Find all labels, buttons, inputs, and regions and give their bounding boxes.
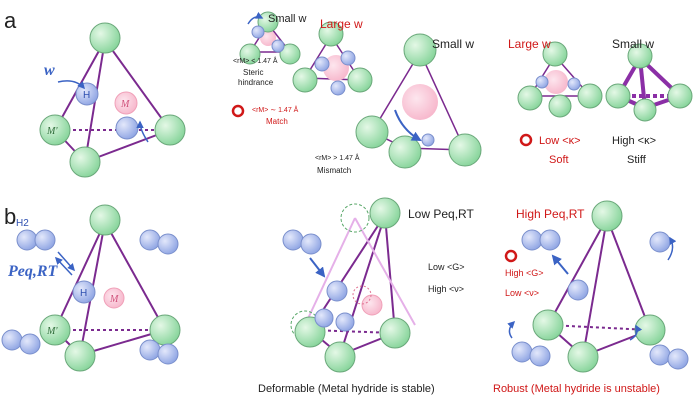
cond-match-label: <rM> ∼ 1.47 Å xyxy=(252,105,299,114)
peq-label: Peq,RT xyxy=(7,263,59,280)
soft-circle-icon xyxy=(519,133,533,147)
tetrahedron-b3 xyxy=(507,200,689,373)
low-kappa-label: Low <κ> xyxy=(539,135,581,147)
atom-h-label: H xyxy=(83,90,90,101)
high-peq-label: High Peq,RT xyxy=(516,207,585,221)
low-v-label: Low <ν> xyxy=(505,288,539,298)
match-circle-icon xyxy=(231,104,245,118)
hindrance-label: hindrance xyxy=(238,78,274,87)
atom-mprime-label-b: M' xyxy=(46,326,58,337)
tetrahedron-a1: H M M' w xyxy=(39,22,186,178)
robust-circle-icon xyxy=(504,249,518,263)
tetrahedron-b1: H M M' xyxy=(1,204,181,372)
large-w-label-3: Large w xyxy=(508,37,551,51)
tetrahedron-b2 xyxy=(282,197,416,373)
cond-large-label: <rM> > 1.47 Å xyxy=(315,153,360,162)
w-symbol: w xyxy=(44,62,55,79)
small-w-label-3: Small w xyxy=(612,37,654,51)
high-kappa-label: High <κ> xyxy=(612,135,656,147)
small-w-label-2: Small w xyxy=(432,37,474,51)
panel-b-label: b xyxy=(4,204,16,229)
cluster-soft xyxy=(517,41,603,118)
caption-deformable: Deformable (Metal hydride is stable) xyxy=(258,383,435,395)
steric-label: Steric xyxy=(243,68,263,77)
cluster-small xyxy=(239,11,301,65)
atom-m-label: M xyxy=(120,99,130,110)
stiff-label: Stiff xyxy=(627,154,647,166)
small-w-label-1: Small w xyxy=(268,13,307,25)
cluster-mismatch xyxy=(355,33,482,169)
low-g-label: Low <G> xyxy=(428,262,465,272)
cond-small-label: <rM> < 1.47 Å xyxy=(233,56,278,65)
h2-label: H2 xyxy=(16,218,29,229)
atom-mprime-label: M' xyxy=(46,126,58,137)
atom-h-label-b: H xyxy=(80,288,87,299)
high-g-label: High <G> xyxy=(505,268,544,278)
match-label: Match xyxy=(266,117,288,126)
cluster-stiff xyxy=(605,43,693,122)
soft-label: Soft xyxy=(549,154,569,166)
high-v-label: High <ν> xyxy=(428,284,464,294)
low-peq-label: Low Peq,RT xyxy=(408,207,474,221)
mismatch-label: Mismatch xyxy=(317,166,351,175)
atom-m-label-b: M xyxy=(109,294,119,305)
caption-robust: Robust (Metal hydride is unstable) xyxy=(493,383,660,395)
large-w-label-1: Large w xyxy=(320,17,363,31)
cluster-match xyxy=(292,21,373,96)
panel-a-label: a xyxy=(4,8,17,33)
